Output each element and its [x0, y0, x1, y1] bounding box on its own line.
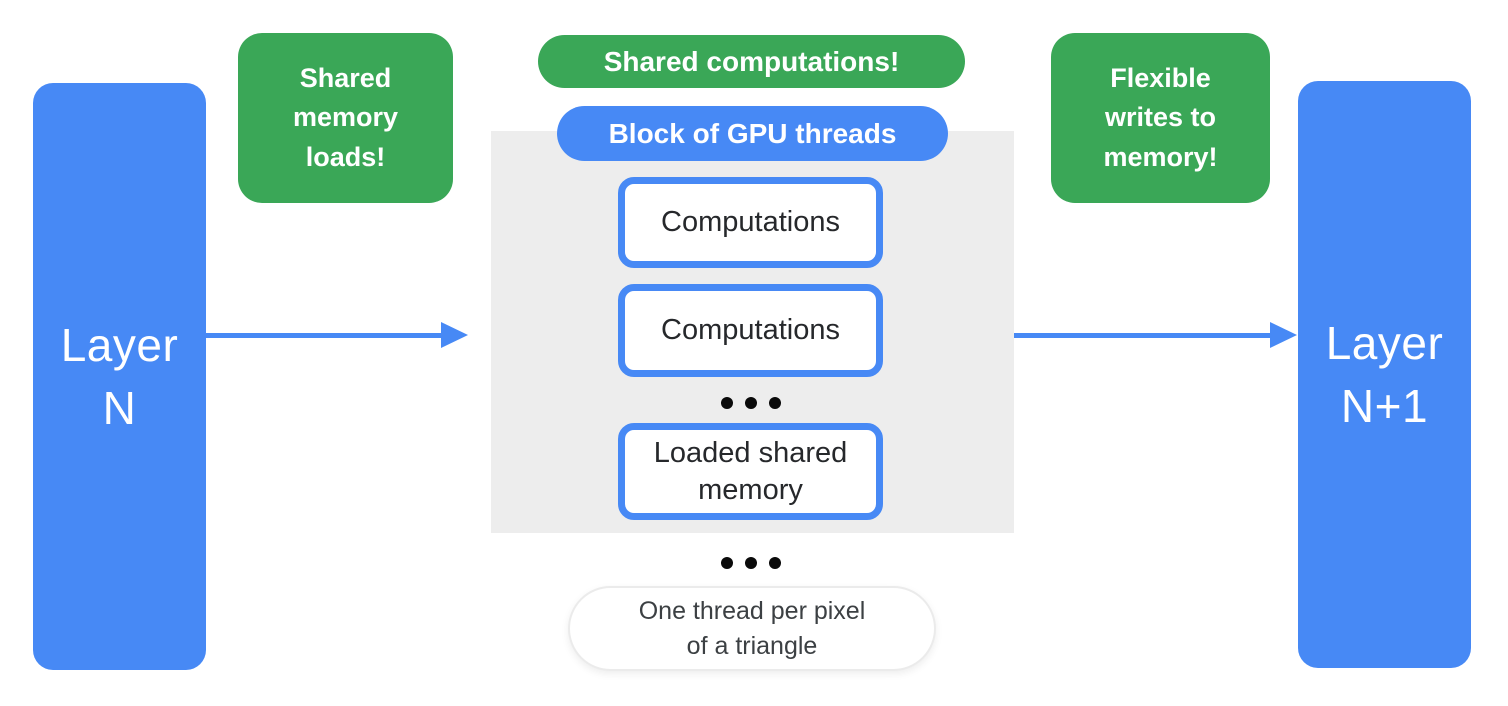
dot-icon: [768, 397, 781, 409]
computations-box-2: Computations: [618, 284, 883, 377]
dot-icon: [744, 397, 757, 409]
computations-box-1-label: Computations: [661, 206, 840, 239]
layer-n-box: Layer N: [33, 83, 206, 670]
arrow-layer-n-to-block-line: [206, 333, 443, 338]
callout-flexible-writes-label: Flexible writes to memory!: [1103, 63, 1218, 172]
layer-n-plus-1-label: Layer N+1: [1325, 317, 1444, 432]
dot-icon: [744, 557, 757, 569]
dot-icon: [720, 557, 733, 569]
arrow-layer-n-to-block-head: [441, 322, 468, 348]
arrow-block-to-layer-n-plus-1-head: [1270, 322, 1297, 348]
ellipsis-dots-below-panel: [618, 557, 883, 569]
layer-n-label: Layer N: [60, 319, 179, 434]
arrow-block-to-layer-n-plus-1-line: [1014, 333, 1272, 338]
ellipsis-dots-inner: [618, 397, 883, 409]
callout-shared-computations-label: Shared computations!: [603, 45, 900, 77]
dot-icon: [768, 557, 781, 569]
footnote-pill: One thread per pixel of a triangle: [568, 586, 936, 671]
dot-icon: [720, 397, 733, 409]
block-title-label: Block of GPU threads: [608, 117, 897, 149]
block-title-pill: Block of GPU threads: [557, 106, 948, 161]
callout-flexible-writes: Flexible writes to memory!: [1051, 33, 1270, 203]
callout-shared-memory-loads: Shared memory loads!: [238, 33, 453, 203]
callout-shared-memory-loads-label: Shared memory loads!: [292, 63, 399, 172]
layer-n-plus-1-box: Layer N+1: [1298, 81, 1471, 668]
footnote-label: One thread per pixel of a triangle: [638, 596, 866, 660]
computations-box-2-label: Computations: [661, 314, 840, 347]
computations-box-1: Computations: [618, 177, 883, 268]
callout-shared-computations: Shared computations!: [538, 35, 965, 88]
loaded-shared-memory-label: Loaded shared memory: [653, 437, 848, 506]
loaded-shared-memory-box: Loaded shared memory: [618, 423, 883, 520]
